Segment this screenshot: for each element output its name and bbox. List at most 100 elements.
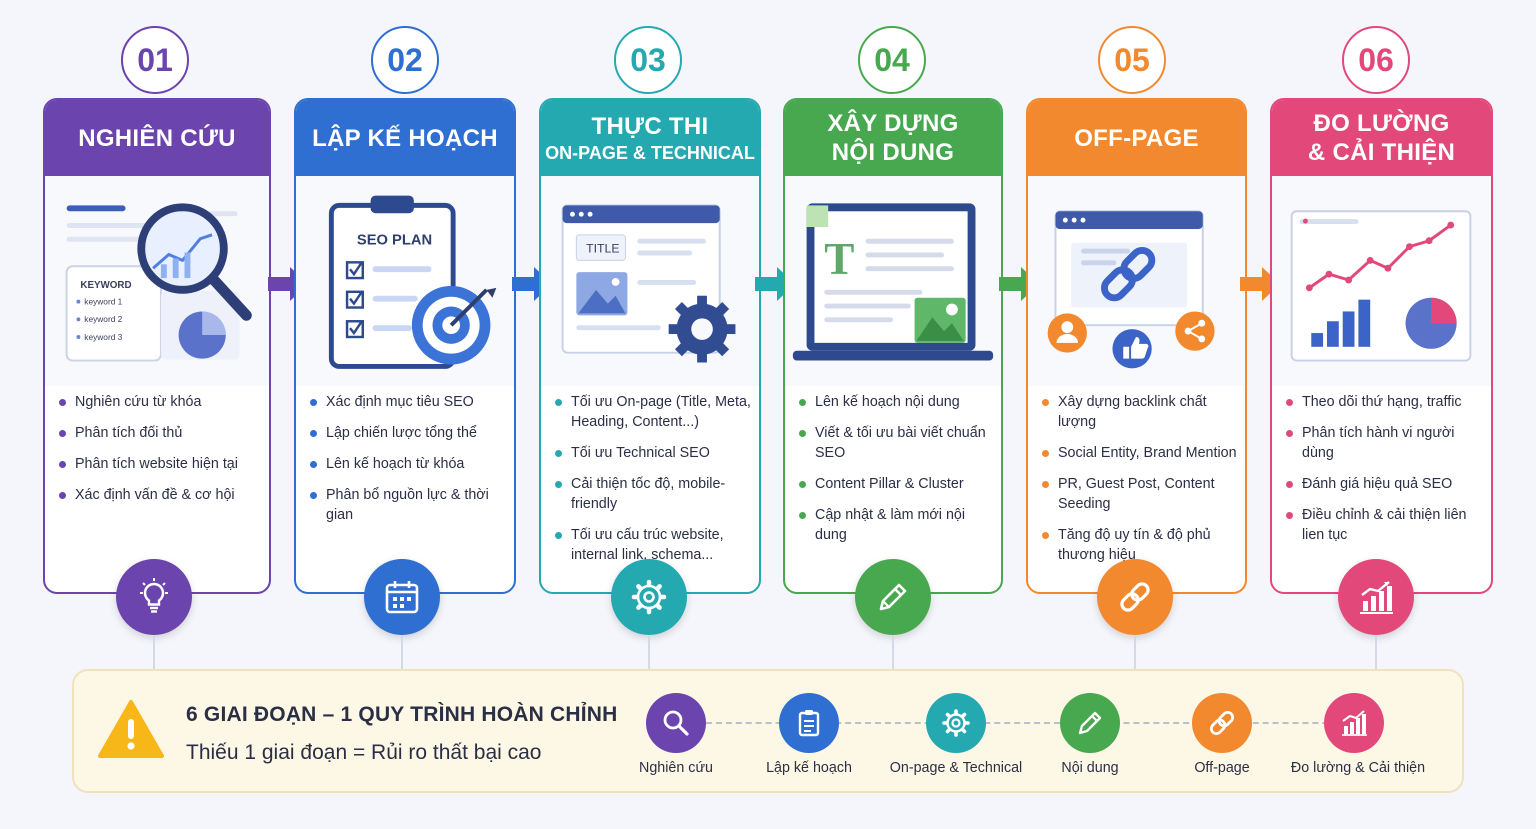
stage-badge <box>855 559 931 635</box>
bullet-item: Xác định vấn đề & cơ hội <box>59 485 261 505</box>
research-illustration: KEYWORD keyword 1 keyword 2 keyword 3 <box>45 176 269 386</box>
stage-header: OFF-PAGE <box>1028 100 1245 176</box>
seo-plan-label: SEO PLAN <box>357 233 432 249</box>
mini-step-planning <box>779 693 839 753</box>
analytics-dashboard-icon <box>1290 210 1472 362</box>
lightbulb-icon <box>140 578 168 613</box>
clipboard-icon <box>798 710 820 737</box>
bullet-item: Tối ưu cấu trúc website, internal link, … <box>555 525 751 565</box>
stage-title-line2: NỘI DUNG <box>831 139 955 166</box>
stage-card: OFF-PAGE <box>1026 98 1247 594</box>
stage-badge <box>1338 559 1414 635</box>
connector-line <box>648 635 650 669</box>
bullet-item: Lên kế hoạch nội dung <box>799 392 993 412</box>
bullet-item: Tăng độ uy tín & độ phủ thương hiệu <box>1042 525 1237 565</box>
bullet-item: Content Pillar & Cluster <box>799 474 993 494</box>
link-icon <box>1120 582 1150 612</box>
stage-badge <box>1097 559 1173 635</box>
mini-step-onpage <box>926 693 986 753</box>
clipboard-target-icon: SEO PLAN <box>328 195 497 369</box>
mini-step-offpage <box>1192 693 1252 753</box>
stage-badge <box>611 559 687 635</box>
browser-link-icon <box>1047 210 1215 369</box>
connector-line <box>892 635 894 669</box>
connector-line <box>1375 635 1377 669</box>
seo-plan-illustration: SEO PLAN <box>296 176 514 386</box>
bullet-item: Nghiên cứu từ khóa <box>59 392 261 412</box>
stage-title: NGHIÊN CỨU <box>78 124 236 152</box>
laptop-document-icon: T <box>792 203 994 361</box>
onpage-illustration: TITLE <box>541 176 759 386</box>
step-number: 01 <box>121 26 189 94</box>
stage-card: ĐO LƯỜNG & CẢI THIỆN Theo dõi thứ hạng, … <box>1270 98 1493 594</box>
growth-chart-icon <box>1342 710 1367 736</box>
flow-dashed-line <box>706 722 1378 724</box>
title-tag-label: TITLE <box>586 242 619 256</box>
connector-line <box>401 635 403 669</box>
search-icon <box>663 710 689 736</box>
mini-step-label: Nội dung <box>1061 760 1119 776</box>
stage-card: XÂY DỰNG NỘI DUNG T Lên kế ho <box>783 98 1003 594</box>
bullet-item: PR, Guest Post, Content Seeding <box>1042 474 1237 514</box>
mini-step-label: Lập kế hoạch <box>766 760 852 776</box>
mini-step-label: Nghiên cứu <box>639 760 713 776</box>
bullet-item: Phân tích đối thủ <box>59 423 261 443</box>
stage-title: OFF-PAGE <box>1074 124 1199 152</box>
bullet-item: Phân bổ nguồn lực & thời gian <box>310 485 506 525</box>
keyword-title: KEYWORD <box>80 280 131 291</box>
mini-step-research <box>646 693 706 753</box>
mini-step-content <box>1060 693 1120 753</box>
summary-subtitle: Thiếu 1 giai đoạn = Rủi ro thất bại cao <box>186 741 542 764</box>
bullet-item: Đánh giá hiệu quả SEO <box>1286 474 1483 494</box>
bullet-item: Cập nhật & làm mới nội dung <box>799 505 993 545</box>
stage-badge <box>364 559 440 635</box>
bullet-item: Cải thiện tốc độ, mobile-friendly <box>555 474 751 514</box>
step-number: 05 <box>1098 26 1166 94</box>
bullet-item: Social Entity, Brand Mention <box>1042 443 1237 463</box>
mini-step-label: On-page & Technical <box>889 760 1023 776</box>
bullet-item: Lập chiến lược tổng thể <box>310 423 506 443</box>
growth-chart-icon <box>1360 581 1393 614</box>
backlink-illustration <box>1028 176 1245 386</box>
stage-card: THỰC THI ON-PAGE & TECHNICAL TITLE <box>539 98 761 594</box>
bullet-item: Tối ưu Technical SEO <box>555 443 751 463</box>
bullet-item: Phân tích website hiện tại <box>59 454 261 474</box>
gear-icon <box>942 709 970 737</box>
step-number: 06 <box>1342 26 1410 94</box>
analytics-illustration <box>1272 176 1491 386</box>
step-number: 02 <box>371 26 439 94</box>
keyword-1: keyword 1 <box>84 297 122 307</box>
stage-header: NGHIÊN CỨU <box>45 100 269 176</box>
stage-card: NGHIÊN CỨU KEYWORD keyword 1 keyword 2 k… <box>43 98 271 594</box>
mini-step-label: Đo lường & Cải thiện <box>1290 760 1426 776</box>
mini-step-label: Off-page <box>1194 760 1250 776</box>
stage-badge <box>116 559 192 635</box>
stage-title-line2: & CẢI THIỆN <box>1307 139 1456 166</box>
mini-step-measure <box>1324 693 1384 753</box>
bullet-item: Điều chỉnh & cải thiện liên lien tục <box>1286 505 1483 545</box>
summary-panel: 6 GIAI ĐOẠN – 1 QUY TRÌNH HOÀN CHỈNH Thi… <box>72 669 1464 793</box>
text-tool-glyph: T <box>824 234 854 284</box>
stage-header: ĐO LƯỜNG & CẢI THIỆN <box>1272 100 1491 176</box>
browser-gear-icon: TITLE <box>561 204 736 363</box>
keyword-2: keyword 2 <box>84 314 122 324</box>
stage-card: LẬP KẾ HOẠCH SEO PLAN <box>294 98 516 594</box>
connector-line <box>153 635 155 669</box>
gear-icon <box>631 579 667 615</box>
bullet-item: Phân tích hành vi người dùng <box>1286 423 1483 463</box>
stage-subtitle: ON-PAGE & TECHNICAL <box>545 142 755 163</box>
summary-title: 6 GIAI ĐOẠN – 1 QUY TRÌNH HOÀN CHỈNH <box>186 703 618 726</box>
stage-title: THỰC THI <box>591 112 709 140</box>
stage-title: ĐO LƯỜNG <box>1313 110 1450 137</box>
bullet-item: Xác định mục tiêu SEO <box>310 392 506 412</box>
content-illustration: T <box>785 176 1001 386</box>
connector-line <box>1134 635 1136 669</box>
stage-header: XÂY DỰNG NỘI DUNG <box>785 100 1001 176</box>
bullet-item: Lên kế hoạch từ khóa <box>310 454 506 474</box>
bullet-item: Tối ưu On-page (Title, Meta, Heading, Co… <box>555 392 751 432</box>
bullet-item: Xây dựng backlink chất lượng <box>1042 392 1237 432</box>
stage-header: LẬP KẾ HOẠCH <box>296 100 514 176</box>
step-number: 04 <box>858 26 926 94</box>
keyword-3: keyword 3 <box>84 332 122 342</box>
stage-title: LẬP KẾ HOẠCH <box>312 124 498 152</box>
